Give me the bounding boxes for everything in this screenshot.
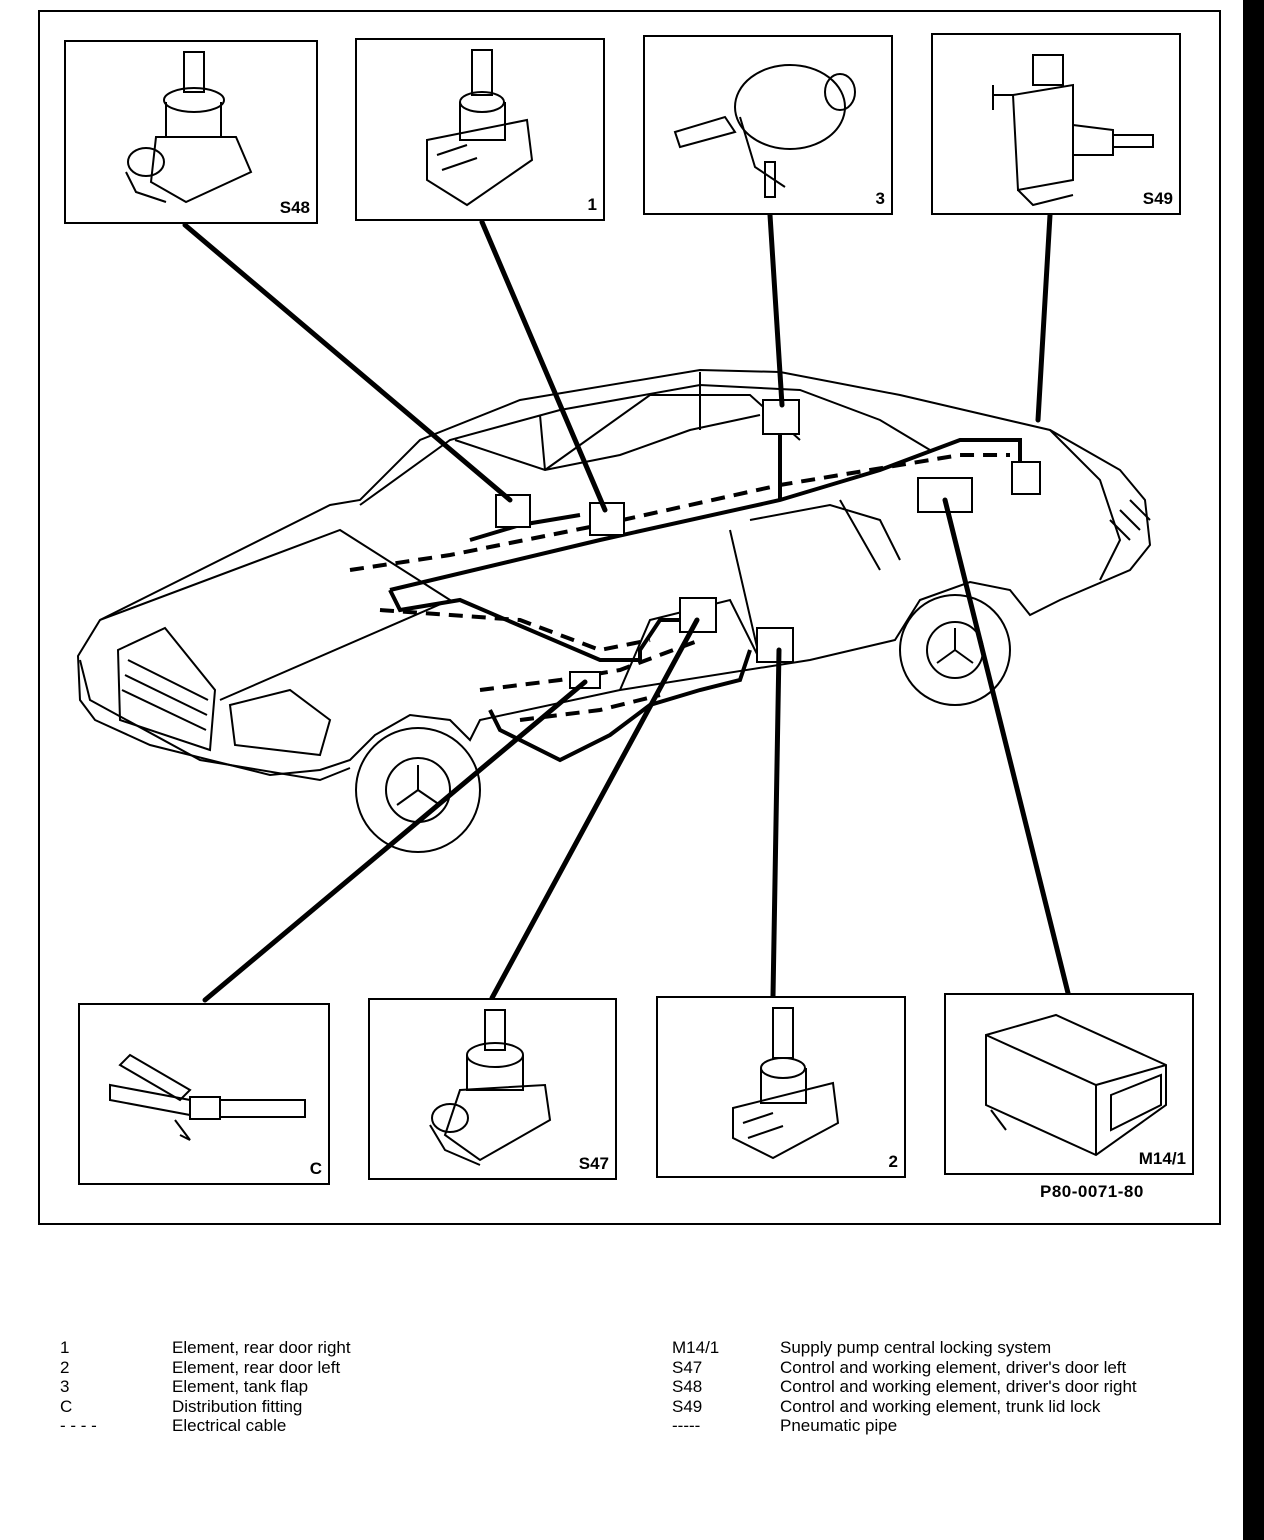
inset-label: C [309, 1159, 322, 1178]
scan-mark [1243, 1412, 1247, 1416]
car-body-outline [76, 368, 1152, 777]
electrical-cable [349, 453, 1010, 572]
legend-code: ----- [672, 1416, 701, 1435]
legend-desc: Distribution fitting [172, 1396, 303, 1416]
leader-el1 [479, 219, 608, 513]
inset-c: C [78, 1003, 330, 1185]
inset-s49: S49 [931, 33, 1181, 215]
marker-s49 [1011, 461, 1041, 495]
legend-code: S47 [672, 1357, 703, 1377]
legend-desc: Element, rear door right [172, 1338, 351, 1357]
inset-el3: 3 [643, 35, 893, 215]
legend-desc: Pneumatic pipe [780, 1416, 898, 1435]
actuator-illustration [429, 1009, 552, 1166]
leader-el2 [770, 647, 782, 999]
actuator-illustration [732, 1007, 840, 1160]
front-wheel [355, 727, 481, 853]
rear-wheel [899, 594, 1011, 706]
inset-s48: S48 [64, 40, 318, 224]
grille [116, 626, 217, 752]
inset-el1: 1 [355, 38, 605, 221]
actuator-illustration [125, 51, 253, 204]
pneumatic-element-illustration [673, 64, 856, 198]
legend-desc: Electrical cable [172, 1416, 287, 1435]
inset-label: 2 [888, 1152, 898, 1171]
inset-label: S47 [578, 1154, 609, 1173]
headlight [228, 688, 332, 757]
legend-code: S49 [672, 1396, 703, 1416]
marker-s48 [495, 494, 531, 528]
legend-desc: Control and working element, driver's do… [780, 1377, 1137, 1396]
legend-desc: Supply pump central locking system [780, 1338, 1052, 1357]
legend-code: 3 [60, 1377, 70, 1396]
legend-code: M14/1 [672, 1338, 720, 1357]
marker-el1 [589, 502, 625, 536]
marker-el2 [756, 627, 794, 663]
inset-s47: S47 [368, 998, 617, 1180]
legend-code: C [60, 1396, 73, 1416]
legend-desc: Control and working element, driver's do… [780, 1357, 1127, 1377]
leader-m141 [942, 497, 1071, 996]
legend-desc: Control and working element, trunk lid l… [780, 1396, 1101, 1416]
legend-desc: Element, tank flap [172, 1377, 309, 1396]
legend-code: S48 [672, 1377, 703, 1396]
scan-edge-bar [1243, 0, 1264, 1540]
inset-m141: M14/1 [944, 993, 1194, 1175]
inset-el2: 2 [656, 996, 906, 1178]
legend-code: 1 [60, 1338, 70, 1357]
leader-el3 [767, 212, 785, 408]
hood-line [99, 528, 453, 701]
inset-label: 3 [875, 189, 885, 208]
inset-label: S48 [279, 198, 310, 217]
car-diagram [76, 212, 1152, 1003]
legend-code: - - - - [60, 1416, 97, 1435]
drawing-code: P80-0071-80 [1040, 1182, 1144, 1201]
windshield [454, 414, 761, 472]
legend-desc: Element, rear door left [172, 1357, 341, 1377]
inset-label: 1 [587, 195, 597, 214]
leader-s47 [489, 617, 700, 1001]
leader-s48 [182, 222, 513, 503]
leader-c [202, 679, 588, 1003]
actuator-illustration [992, 54, 1154, 207]
leader-s49 [1035, 212, 1053, 423]
marker-s47 [679, 597, 717, 633]
diagram-frame [38, 10, 1221, 1225]
supply-pump-illustration [985, 1013, 1167, 1157]
door-line-rear [729, 499, 881, 661]
actuator-illustration [426, 49, 534, 207]
inset-label: M14/1 [1138, 1149, 1186, 1168]
legend-code: 2 [60, 1357, 70, 1377]
distribution-fitting-illustration [109, 1053, 306, 1141]
inset-label: S49 [1142, 189, 1173, 208]
